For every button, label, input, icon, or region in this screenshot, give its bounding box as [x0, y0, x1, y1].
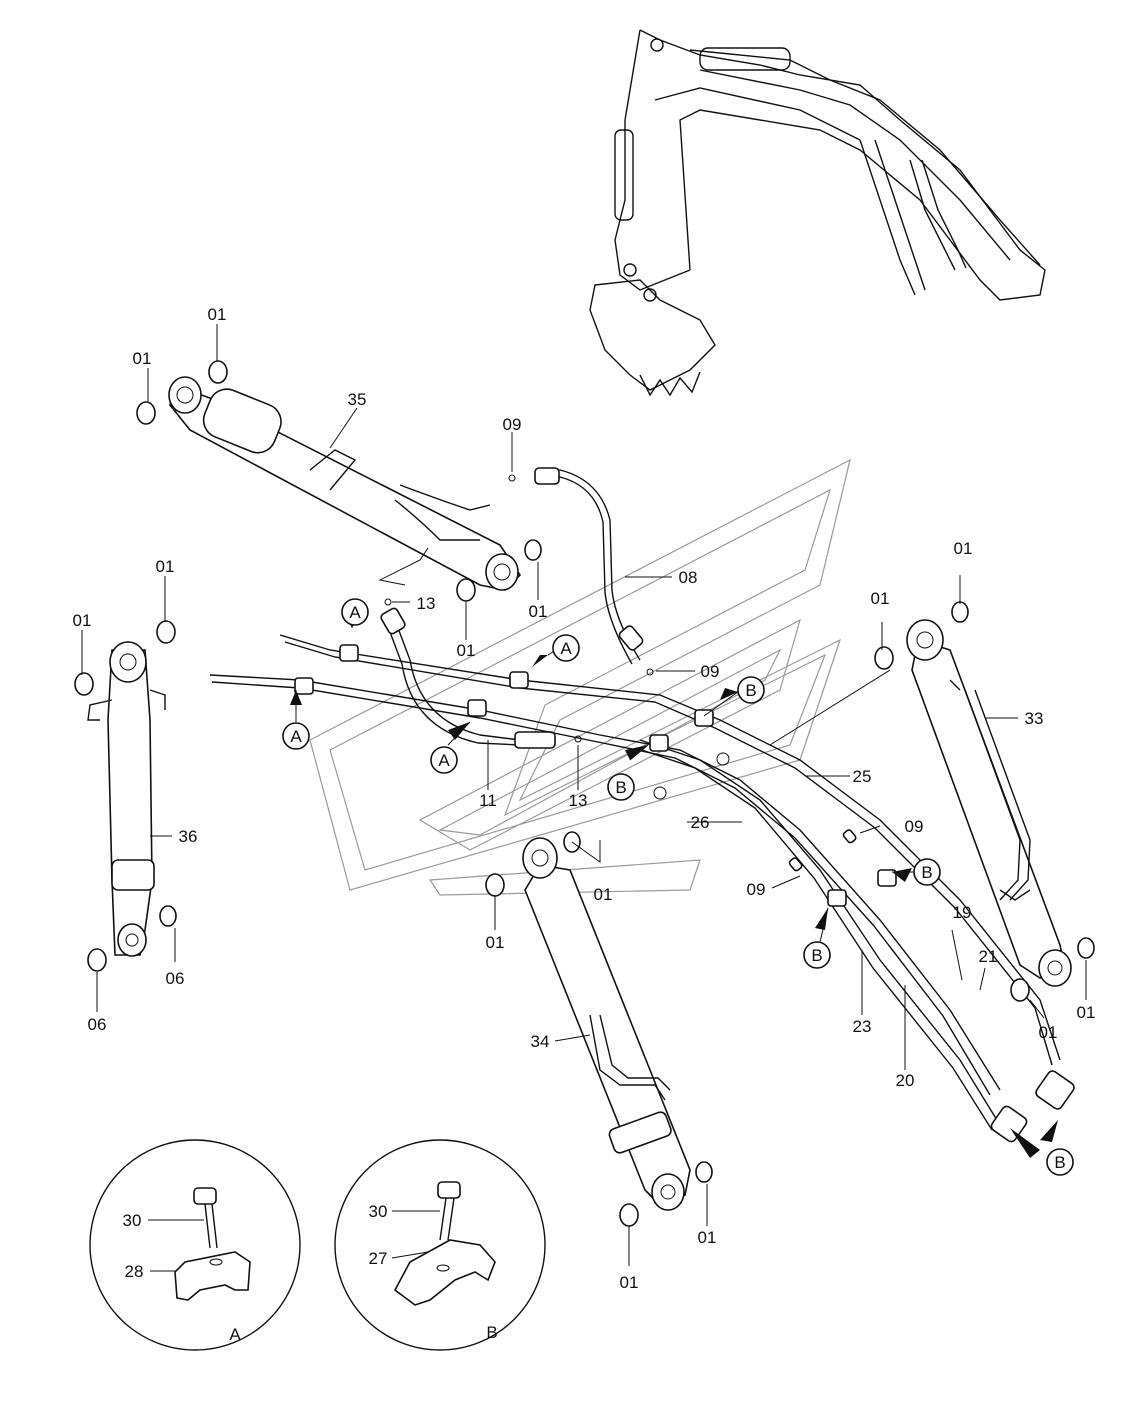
- hydraulic-pipes: [209, 634, 1075, 1143]
- label-09-b: 09: [701, 662, 720, 681]
- view-callouts: A A A A B B B B B: [282, 598, 1074, 1176]
- callout-a-1: [341, 598, 369, 626]
- label-25: 25: [853, 767, 872, 786]
- label-33: 33: [1025, 709, 1044, 728]
- label-01-g: 01: [594, 885, 613, 904]
- label-36: 36: [179, 827, 198, 846]
- label-06-b: 06: [166, 969, 185, 988]
- callout-b-3-label: B: [921, 863, 932, 882]
- callout-b-4-label: B: [811, 946, 822, 965]
- label-20: 20: [896, 1071, 915, 1090]
- watermark-logo: [309, 458, 851, 896]
- label-35: 35: [348, 390, 367, 409]
- label-01-b: 01: [133, 349, 152, 368]
- hose-08: [534, 467, 644, 665]
- cylinder-36: [87, 641, 166, 957]
- callout-a-4-label: A: [438, 751, 450, 770]
- label-06-a: 06: [88, 1015, 107, 1034]
- label-01-e: 01: [457, 641, 476, 660]
- label-09-d: 09: [747, 880, 766, 899]
- callout-b-5-label: B: [1054, 1153, 1065, 1172]
- label-01-n: 01: [698, 1228, 717, 1247]
- label-01-h: 01: [486, 933, 505, 952]
- label-21: 21: [979, 947, 998, 966]
- label-28: 28: [125, 1262, 144, 1281]
- cylinder-34: [522, 837, 691, 1211]
- pipe-clamps: [294, 644, 897, 907]
- label-09-c: 09: [905, 817, 924, 836]
- callout-b-2-label: B: [615, 778, 626, 797]
- label-13-b: 13: [569, 791, 588, 810]
- label-01-f: 01: [529, 602, 548, 621]
- callout-b-1-label: B: [745, 681, 756, 700]
- callout-a-2: [552, 634, 580, 662]
- part-labels: 01 01 35 09 01 01 36 06 06 13 01 01 08 0…: [73, 305, 1096, 1344]
- detail-view-a-caption: A: [229, 1325, 241, 1344]
- label-26: 26: [691, 813, 710, 832]
- label-30-b: 30: [369, 1202, 388, 1221]
- label-30-a: 30: [123, 1211, 142, 1230]
- callout-b-3: [913, 858, 941, 886]
- label-01-l: 01: [1077, 1003, 1096, 1022]
- label-11: 11: [479, 791, 497, 810]
- leader-lines: [81, 324, 1087, 1272]
- hose-11: [380, 607, 556, 749]
- label-01-m: 01: [620, 1273, 639, 1292]
- seal-rings: [74, 360, 1095, 1227]
- excavator-overview-illustration: [589, 29, 1046, 397]
- callout-a-1-label: A: [349, 603, 361, 622]
- callout-a-3: [282, 722, 310, 750]
- label-13-a: 13: [417, 594, 436, 613]
- label-34: 34: [531, 1032, 550, 1051]
- label-01-c: 01: [156, 557, 175, 576]
- callout-arrows: [290, 615, 1058, 1158]
- label-08: 08: [679, 568, 698, 587]
- callout-a-2-label: A: [560, 639, 572, 658]
- callout-b-2: [607, 773, 635, 801]
- label-01-k: 01: [1039, 1023, 1058, 1042]
- label-01-a: 01: [208, 305, 227, 324]
- cylinder-33: [906, 619, 1072, 987]
- callout-a-4: [430, 746, 458, 774]
- detail-view-b: [334, 1139, 546, 1351]
- label-01-i: 01: [954, 539, 973, 558]
- label-23: 23: [853, 1017, 872, 1036]
- callout-b-5: [1046, 1148, 1074, 1176]
- callout-b-4: [803, 941, 831, 969]
- label-09-a: 09: [503, 415, 522, 434]
- detail-view-b-caption: B: [486, 1323, 497, 1342]
- callout-b-1: [737, 676, 765, 704]
- label-01-j: 01: [871, 589, 890, 608]
- callout-a-3-label: A: [290, 727, 302, 746]
- label-01-d: 01: [73, 611, 92, 630]
- label-19: 19: [953, 903, 972, 922]
- arm-cylinder-35: [168, 376, 522, 591]
- label-27: 27: [369, 1249, 388, 1268]
- detail-view-a: [89, 1139, 301, 1351]
